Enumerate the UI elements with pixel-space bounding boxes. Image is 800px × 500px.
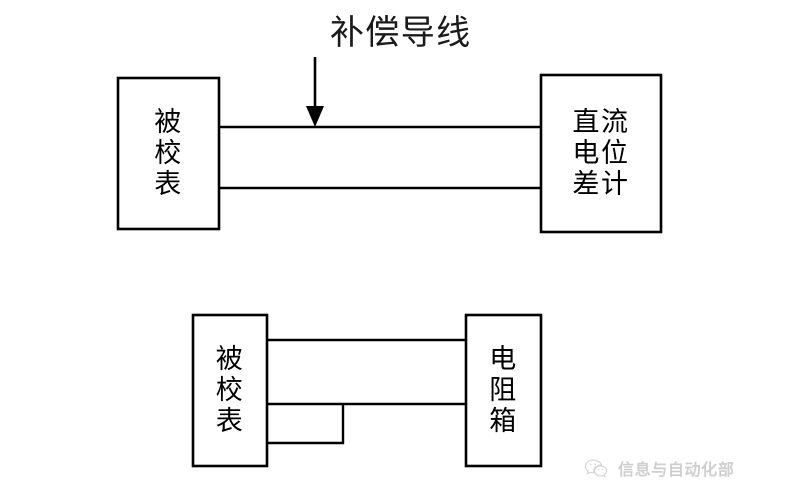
annotation-label-compensating-wire: 补偿导线 bbox=[330, 13, 472, 53]
watermark: 信息与自动化部 bbox=[583, 455, 734, 481]
block-meter-under-test-top bbox=[116, 76, 221, 231]
watermark-text: 信息与自动化部 bbox=[618, 460, 735, 479]
block-resistance-box bbox=[464, 313, 543, 468]
wire-rtd-bottom-jumper bbox=[267, 404, 345, 445]
block-meter-under-test-bottom bbox=[191, 313, 269, 468]
block-dc-potentiometer bbox=[539, 73, 663, 234]
annotation-arrow-icon bbox=[306, 57, 324, 127]
diagram-rtd-calibration bbox=[191, 313, 543, 468]
diagram-thermocouple-calibration bbox=[116, 57, 663, 234]
wechat-icon bbox=[584, 459, 608, 478]
